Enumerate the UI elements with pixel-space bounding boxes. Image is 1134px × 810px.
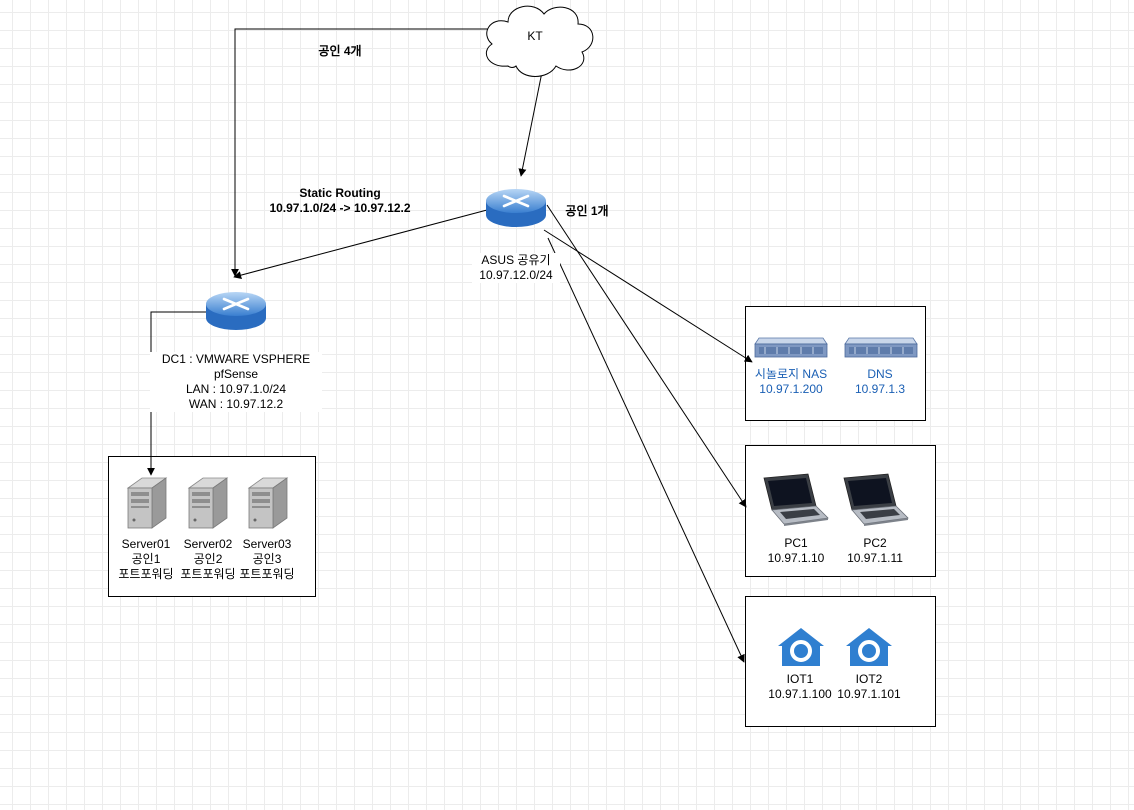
storage-name: DNS (867, 367, 893, 381)
server-tower-icon (247, 477, 289, 529)
static-routing-title: Static Routing (299, 186, 381, 200)
dc1-lan: LAN : 10.97.1.0/24 (150, 382, 322, 397)
iot-home-icon (778, 628, 824, 666)
server-name: Server02 (183, 537, 233, 551)
iot-home-icon (846, 628, 892, 666)
router-icon (486, 189, 546, 227)
dc1-wan: WAN : 10.97.12.2 (150, 397, 322, 412)
server-note: 포트포워딩 (239, 567, 295, 581)
server-note: 포트포워딩 (118, 567, 174, 581)
server-note: 포트포워딩 (180, 567, 236, 581)
server-tower-icon (187, 477, 229, 529)
link-asus-to-pfsense (233, 209, 488, 280)
pc-ip: 10.97.1.11 (847, 551, 903, 565)
cloud-label: KT (527, 29, 543, 43)
asus-router-subnet: 10.97.12.0/24 (472, 268, 560, 283)
iot-name: IOT1 (786, 672, 814, 686)
server-name: Server03 (242, 537, 292, 551)
storage-ip: 10.97.1.200 (759, 382, 823, 396)
link-kt-to-pfsense (231, 28, 488, 277)
server-name: Server01 (121, 537, 171, 551)
laptop-icon (843, 473, 909, 526)
iot-ip: 10.97.1.100 (768, 687, 832, 701)
link-asus-to-pcs (546, 204, 747, 508)
dc1-firewall: pfSense (150, 367, 322, 382)
laptop-icon (763, 473, 829, 526)
pc-name: PC1 (784, 536, 808, 550)
iot-ip: 10.97.1.101 (837, 687, 901, 701)
server-public-ip: 공인1 (131, 552, 161, 566)
rack-server-icon (754, 337, 828, 358)
asus-router-name: ASUS 공유기 (472, 253, 560, 268)
public-ip-1-label: 공인 1개 (565, 204, 609, 218)
dc1-title: DC1 : VMWARE VSPHERE (150, 352, 322, 367)
router-icon (206, 292, 266, 330)
storage-ip: 10.97.1.3 (854, 382, 906, 396)
link-kt-to-asus (518, 71, 543, 177)
link-asus-to-iot (547, 237, 745, 663)
storage-group-box (745, 306, 926, 421)
server-public-ip: 공인2 (193, 552, 223, 566)
cloud-icon (486, 5, 594, 77)
iot-group-box (745, 596, 936, 727)
public-ip-4-label: 공인 4개 (318, 44, 362, 58)
pc-ip: 10.97.1.10 (767, 551, 825, 565)
rack-server-icon (844, 337, 918, 358)
static-routing-route: 10.97.1.0/24 -> 10.97.12.2 (269, 201, 411, 215)
iot-name: IOT2 (855, 672, 883, 686)
storage-name: 시놀로지 NAS (754, 367, 828, 381)
pc-name: PC2 (863, 536, 887, 550)
link-asus-to-storage (543, 229, 753, 363)
server-tower-icon (126, 477, 168, 529)
server-public-ip: 공인3 (252, 552, 282, 566)
link-pfsense-to-servers (147, 311, 210, 476)
